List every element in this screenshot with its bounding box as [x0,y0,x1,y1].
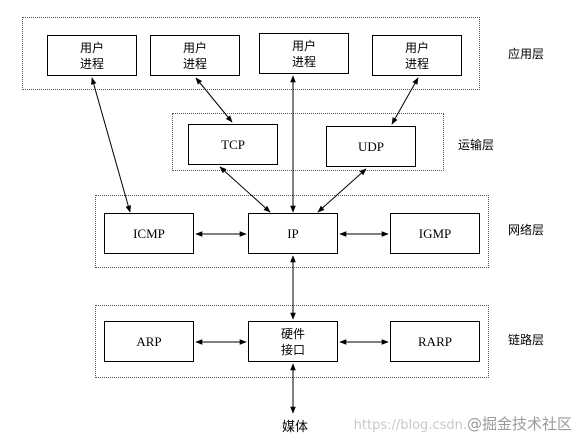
user-process-box: 用户 进程 [150,35,240,76]
udp-label: UDP [357,138,384,154]
udp-box: UDP [326,126,416,167]
user-process-box: 用户 进程 [259,33,349,74]
user-process-line1: 用户 [79,40,104,55]
tcp-label: TCP [221,136,245,152]
user-process-box: 用户 进程 [47,35,137,76]
user-process-box: 用户 进程 [372,35,462,76]
watermark: https://blog.csdn.@掘金技术社区 [354,413,572,434]
arp-box: ARP [104,321,194,362]
ip-label: IP [287,225,299,241]
application-layer-label: 应用层 [508,47,545,61]
link-layer-label: 链路层 [508,333,545,347]
rarp-box: RARP [390,321,480,362]
arp-label: ARP [136,333,162,349]
user-process-line2: 进程 [291,54,316,69]
watermark-url: https://blog.csdn. [353,418,467,433]
igmp-box: IGMP [390,213,480,254]
rarp-label: RARP [418,333,452,349]
network-layer-label: 网络层 [508,223,545,237]
application-layer-region [22,17,480,90]
arrow-process1-icmp [91,77,131,213]
watermark-brand: @掘金技术社区 [466,415,572,433]
user-process-line2: 进程 [182,56,207,71]
tcp-box: TCP [188,124,278,165]
ip-box: IP [248,213,338,254]
transport-layer-label: 运输层 [458,138,495,152]
icmp-label: ICMP [133,225,165,241]
media-label: 媒体 [282,420,309,435]
hardware-interface-line1: 硬件 [280,326,305,341]
user-process-line2: 进程 [79,56,104,71]
transport-layer-region [172,113,444,171]
user-process-line1: 用户 [291,38,316,53]
hardware-interface-line2: 接口 [280,342,305,357]
icmp-box: ICMP [104,213,194,254]
user-process-line2: 进程 [404,56,429,71]
hardware-interface-box: 硬件 接口 [248,321,338,362]
user-process-line1: 用户 [404,40,429,55]
user-process-line1: 用户 [182,40,207,55]
igmp-label: IGMP [418,225,452,241]
